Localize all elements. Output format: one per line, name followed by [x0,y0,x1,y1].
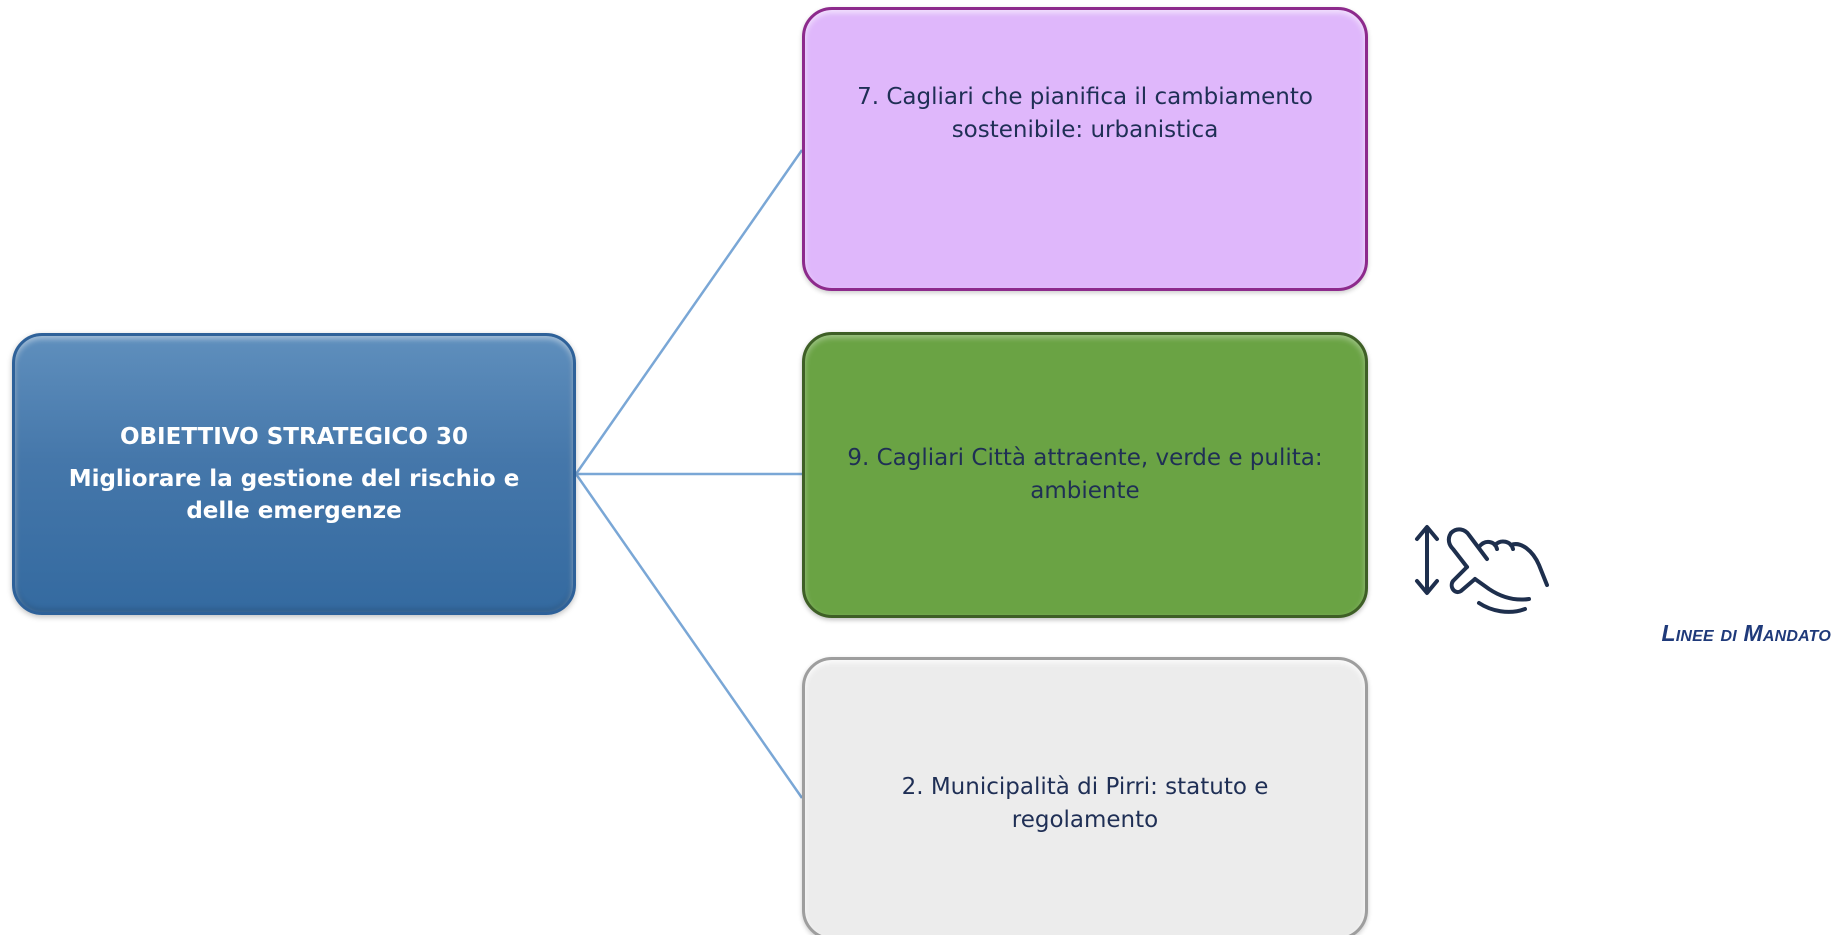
mandate-line-box-urbanistica: 7. Cagliari che pianifica il cambiamento… [802,7,1368,291]
mandate-line-label: 2. Municipalità di Pirri: statuto e rego… [901,773,1269,833]
strategic-objective-box: OBIETTIVO STRATEGICO 30 Migliorare la ge… [12,333,576,615]
linee-di-mandato-label: Linee di Mandato [1661,620,1831,646]
hand-swipe-vertical-icon [1415,525,1549,614]
mandate-line-label: 7. Cagliari che pianifica il cambiamento… [857,84,1313,143]
mandate-line-box-pirri: 2. Municipalità di Pirri: statuto e rego… [802,657,1368,935]
connector-line-1 [574,149,804,475]
mandate-line-box-ambiente: 9. Cagliari Città attraente, verde e pul… [802,332,1368,618]
objective-title: OBIETTIVO STRATEGICO 30 [119,424,469,450]
mandate-line-label: 9. Cagliari Città attraente, verde e pul… [847,445,1323,504]
connector-line-3 [574,473,804,799]
objective-description: Migliorare la gestione del rischio e del… [68,466,520,524]
